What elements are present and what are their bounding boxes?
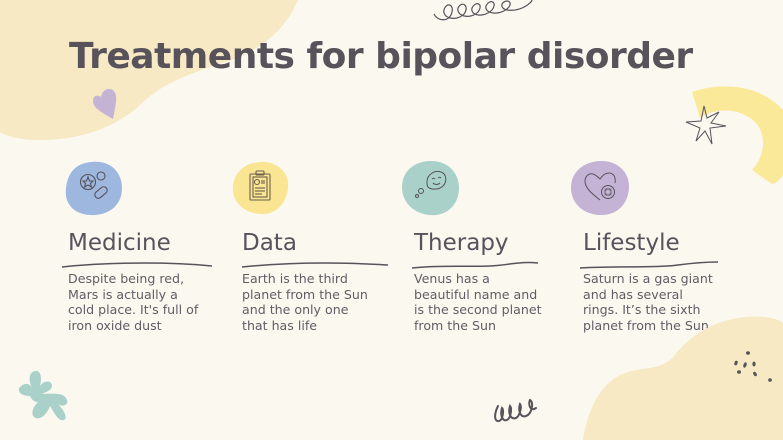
thought-bubble-icon <box>415 171 447 198</box>
star-outline-decoration-icon <box>685 105 727 145</box>
dots-decoration <box>734 351 772 382</box>
medicine-icon-blob <box>65 161 122 216</box>
medicine-description: Despite being red, Mars is actually a co… <box>68 271 199 333</box>
cream-blob-bottom-decoration <box>583 316 783 440</box>
lifestyle-icon-blob <box>571 160 630 216</box>
data-underline <box>241 262 389 268</box>
lifestyle-heading: Lifestyle <box>583 230 680 256</box>
lifestyle-underline <box>579 261 719 269</box>
page-title: Treatments for bipolar disorder <box>69 36 693 77</box>
loop-squiggle-decoration <box>433 0 533 21</box>
data-heading: Data <box>242 230 297 256</box>
therapy-icon-blob <box>402 160 459 216</box>
therapy-underline <box>411 261 539 269</box>
data-description: Earth is the third planet from the Sun a… <box>242 271 368 333</box>
coil-squiggle-decoration <box>494 398 537 423</box>
therapy-heading: Therapy <box>414 230 509 256</box>
yellow-arc-decoration <box>692 86 783 184</box>
therapy-description: Venus has a beautiful name and is the se… <box>414 271 542 333</box>
medicine-heading: Medicine <box>68 230 171 256</box>
cream-blob-decoration <box>0 0 298 140</box>
medicine-underline <box>61 262 213 268</box>
heart-decoration-icon <box>93 89 117 119</box>
mint-flower-decoration <box>18 370 68 421</box>
data-icon-blob <box>232 161 289 215</box>
clipboard-icon <box>249 170 271 201</box>
heart-plus-icon <box>584 172 616 201</box>
pills-icon <box>79 171 108 199</box>
lifestyle-description: Saturn is a gas giant and has several ri… <box>583 271 713 333</box>
